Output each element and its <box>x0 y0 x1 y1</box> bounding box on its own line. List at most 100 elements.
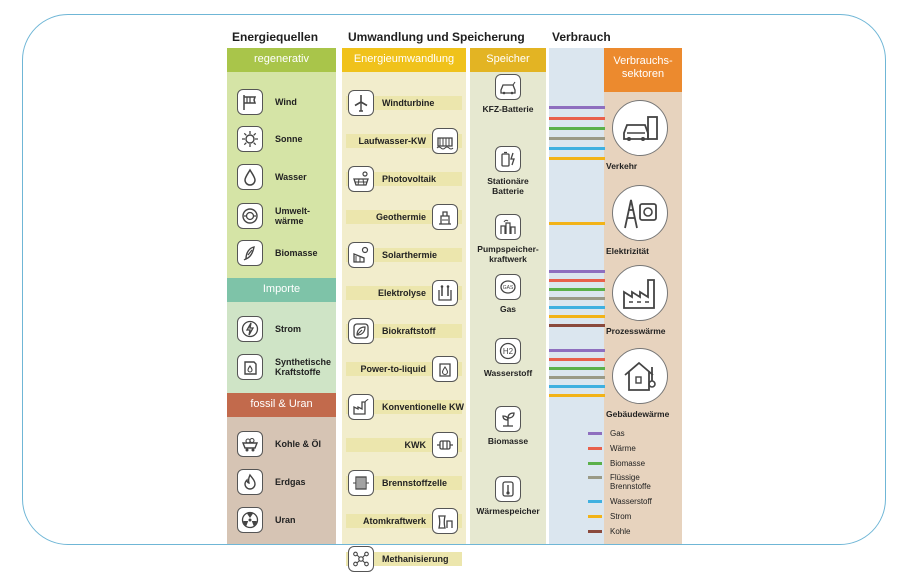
icon-box <box>237 240 263 266</box>
lightning-icon <box>241 320 259 338</box>
header-umwandlung: Umwandlung und Speicherung <box>348 30 525 44</box>
icon-box <box>237 354 263 380</box>
icon-box <box>495 74 521 100</box>
icon-box <box>237 89 263 115</box>
process-label: Biokraftstoff <box>382 326 436 336</box>
radiation-icon <box>241 511 259 529</box>
process-strip <box>346 400 462 414</box>
sector-label: Verkehr <box>606 161 638 171</box>
legend-item: Biomasse <box>588 459 645 468</box>
legend-item: Flüssige Brennstoffe <box>588 473 651 491</box>
fuel-canister-icon <box>244 361 257 375</box>
energieumwandlung-banner: Energieumwandlung <box>342 48 466 72</box>
electrolysis-icon <box>438 285 452 301</box>
flow-line <box>549 349 605 352</box>
flow-line <box>549 394 605 397</box>
icon-box <box>348 90 374 116</box>
svg-text:GAS: GAS <box>503 285 514 291</box>
energiequelle-item: Wasser <box>237 164 307 190</box>
ambient-heat-icon <box>242 208 258 224</box>
icon-box <box>432 508 458 534</box>
geothermal-icon <box>439 211 451 225</box>
icon-box <box>432 204 458 230</box>
icon-box <box>432 128 458 154</box>
sector-icon-circle <box>612 348 668 404</box>
header-verbrauch: Verbrauch <box>552 30 611 44</box>
vehicles-icon <box>623 116 658 141</box>
item-label: Wasser <box>275 172 307 182</box>
icon-box <box>237 203 263 229</box>
import-item: Strom <box>237 316 301 342</box>
icon-box <box>237 469 263 495</box>
solar-panel-icon <box>353 171 369 186</box>
fossil-banner: fossil & Uran <box>227 393 336 417</box>
legend-item: Kohle <box>588 527 630 536</box>
storage-label: Biomasse <box>487 436 529 446</box>
flow-channel <box>549 48 604 544</box>
item-label: Synthetische Kraftstoffe <box>275 357 332 377</box>
legend-swatch <box>588 447 602 450</box>
icon-box <box>348 242 374 268</box>
factory-icon <box>623 279 655 309</box>
process-label: Solarthermie <box>382 250 438 260</box>
flow-line <box>549 117 605 120</box>
legend-item: Gas <box>588 429 625 438</box>
flow-line <box>549 288 605 291</box>
storage-label: Wärmespeicher <box>476 506 540 516</box>
legend-item: Strom <box>588 512 631 521</box>
battery-icon <box>501 151 515 167</box>
sector-icon-circle <box>612 185 668 241</box>
fossil-item: Erdgas <box>237 469 306 495</box>
flow-line <box>549 367 605 370</box>
legend-item: Wärme <box>588 444 636 453</box>
item-label: Erdgas <box>275 477 306 487</box>
windsock-icon <box>243 95 257 110</box>
sun-icon <box>242 131 258 147</box>
icon-box <box>495 214 521 240</box>
flame-icon <box>244 473 256 490</box>
sector-label: Prozesswärme <box>606 326 666 336</box>
legend-swatch <box>588 515 602 518</box>
house-thermometer-icon <box>624 361 656 391</box>
plant-icon <box>502 412 515 427</box>
process-strip <box>346 248 462 262</box>
icon-box <box>348 318 374 344</box>
icon-box <box>237 316 263 342</box>
import-item: Synthetische Kraftstoffe <box>237 354 331 380</box>
fuel-cell-icon <box>353 476 369 490</box>
process-label: Windturbine <box>382 98 435 108</box>
chp-icon <box>437 440 453 450</box>
icon-box: GAS <box>495 274 521 300</box>
sector-icon-circle <box>612 100 668 156</box>
icon-box <box>237 507 263 533</box>
icon-box <box>348 470 374 496</box>
flow-line <box>549 279 605 282</box>
process-strip <box>346 96 462 110</box>
icon-box <box>237 164 263 190</box>
process-label: Elektrolyse <box>377 288 426 298</box>
item-label: Uran <box>275 515 296 525</box>
legend-swatch <box>588 476 602 479</box>
icon-box <box>432 356 458 382</box>
legend-label: Biomasse <box>610 459 646 468</box>
ev-car-icon <box>500 81 516 95</box>
liquid-fuel-icon <box>439 363 451 377</box>
process-strip <box>346 476 462 490</box>
regenerativ-section <box>227 48 336 278</box>
solar-thermal-icon <box>353 246 369 263</box>
flow-line <box>549 106 605 109</box>
process-label: Laufwasser-KW <box>358 136 426 146</box>
energiequelle-item: Wind <box>237 89 297 115</box>
legend-swatch <box>588 462 602 465</box>
electricity-icon <box>624 199 657 229</box>
hydro-plant-icon <box>436 137 454 150</box>
legend-label: Kohle <box>610 527 631 536</box>
legend-item: Wasserstoff <box>588 497 652 506</box>
storage-label: Stationäre Batterie <box>487 176 529 196</box>
icon-box <box>495 146 521 172</box>
header-energiequellen: Energiequellen <box>232 30 319 44</box>
storage-label: Pumpspeicher- kraftwerk <box>477 244 539 264</box>
